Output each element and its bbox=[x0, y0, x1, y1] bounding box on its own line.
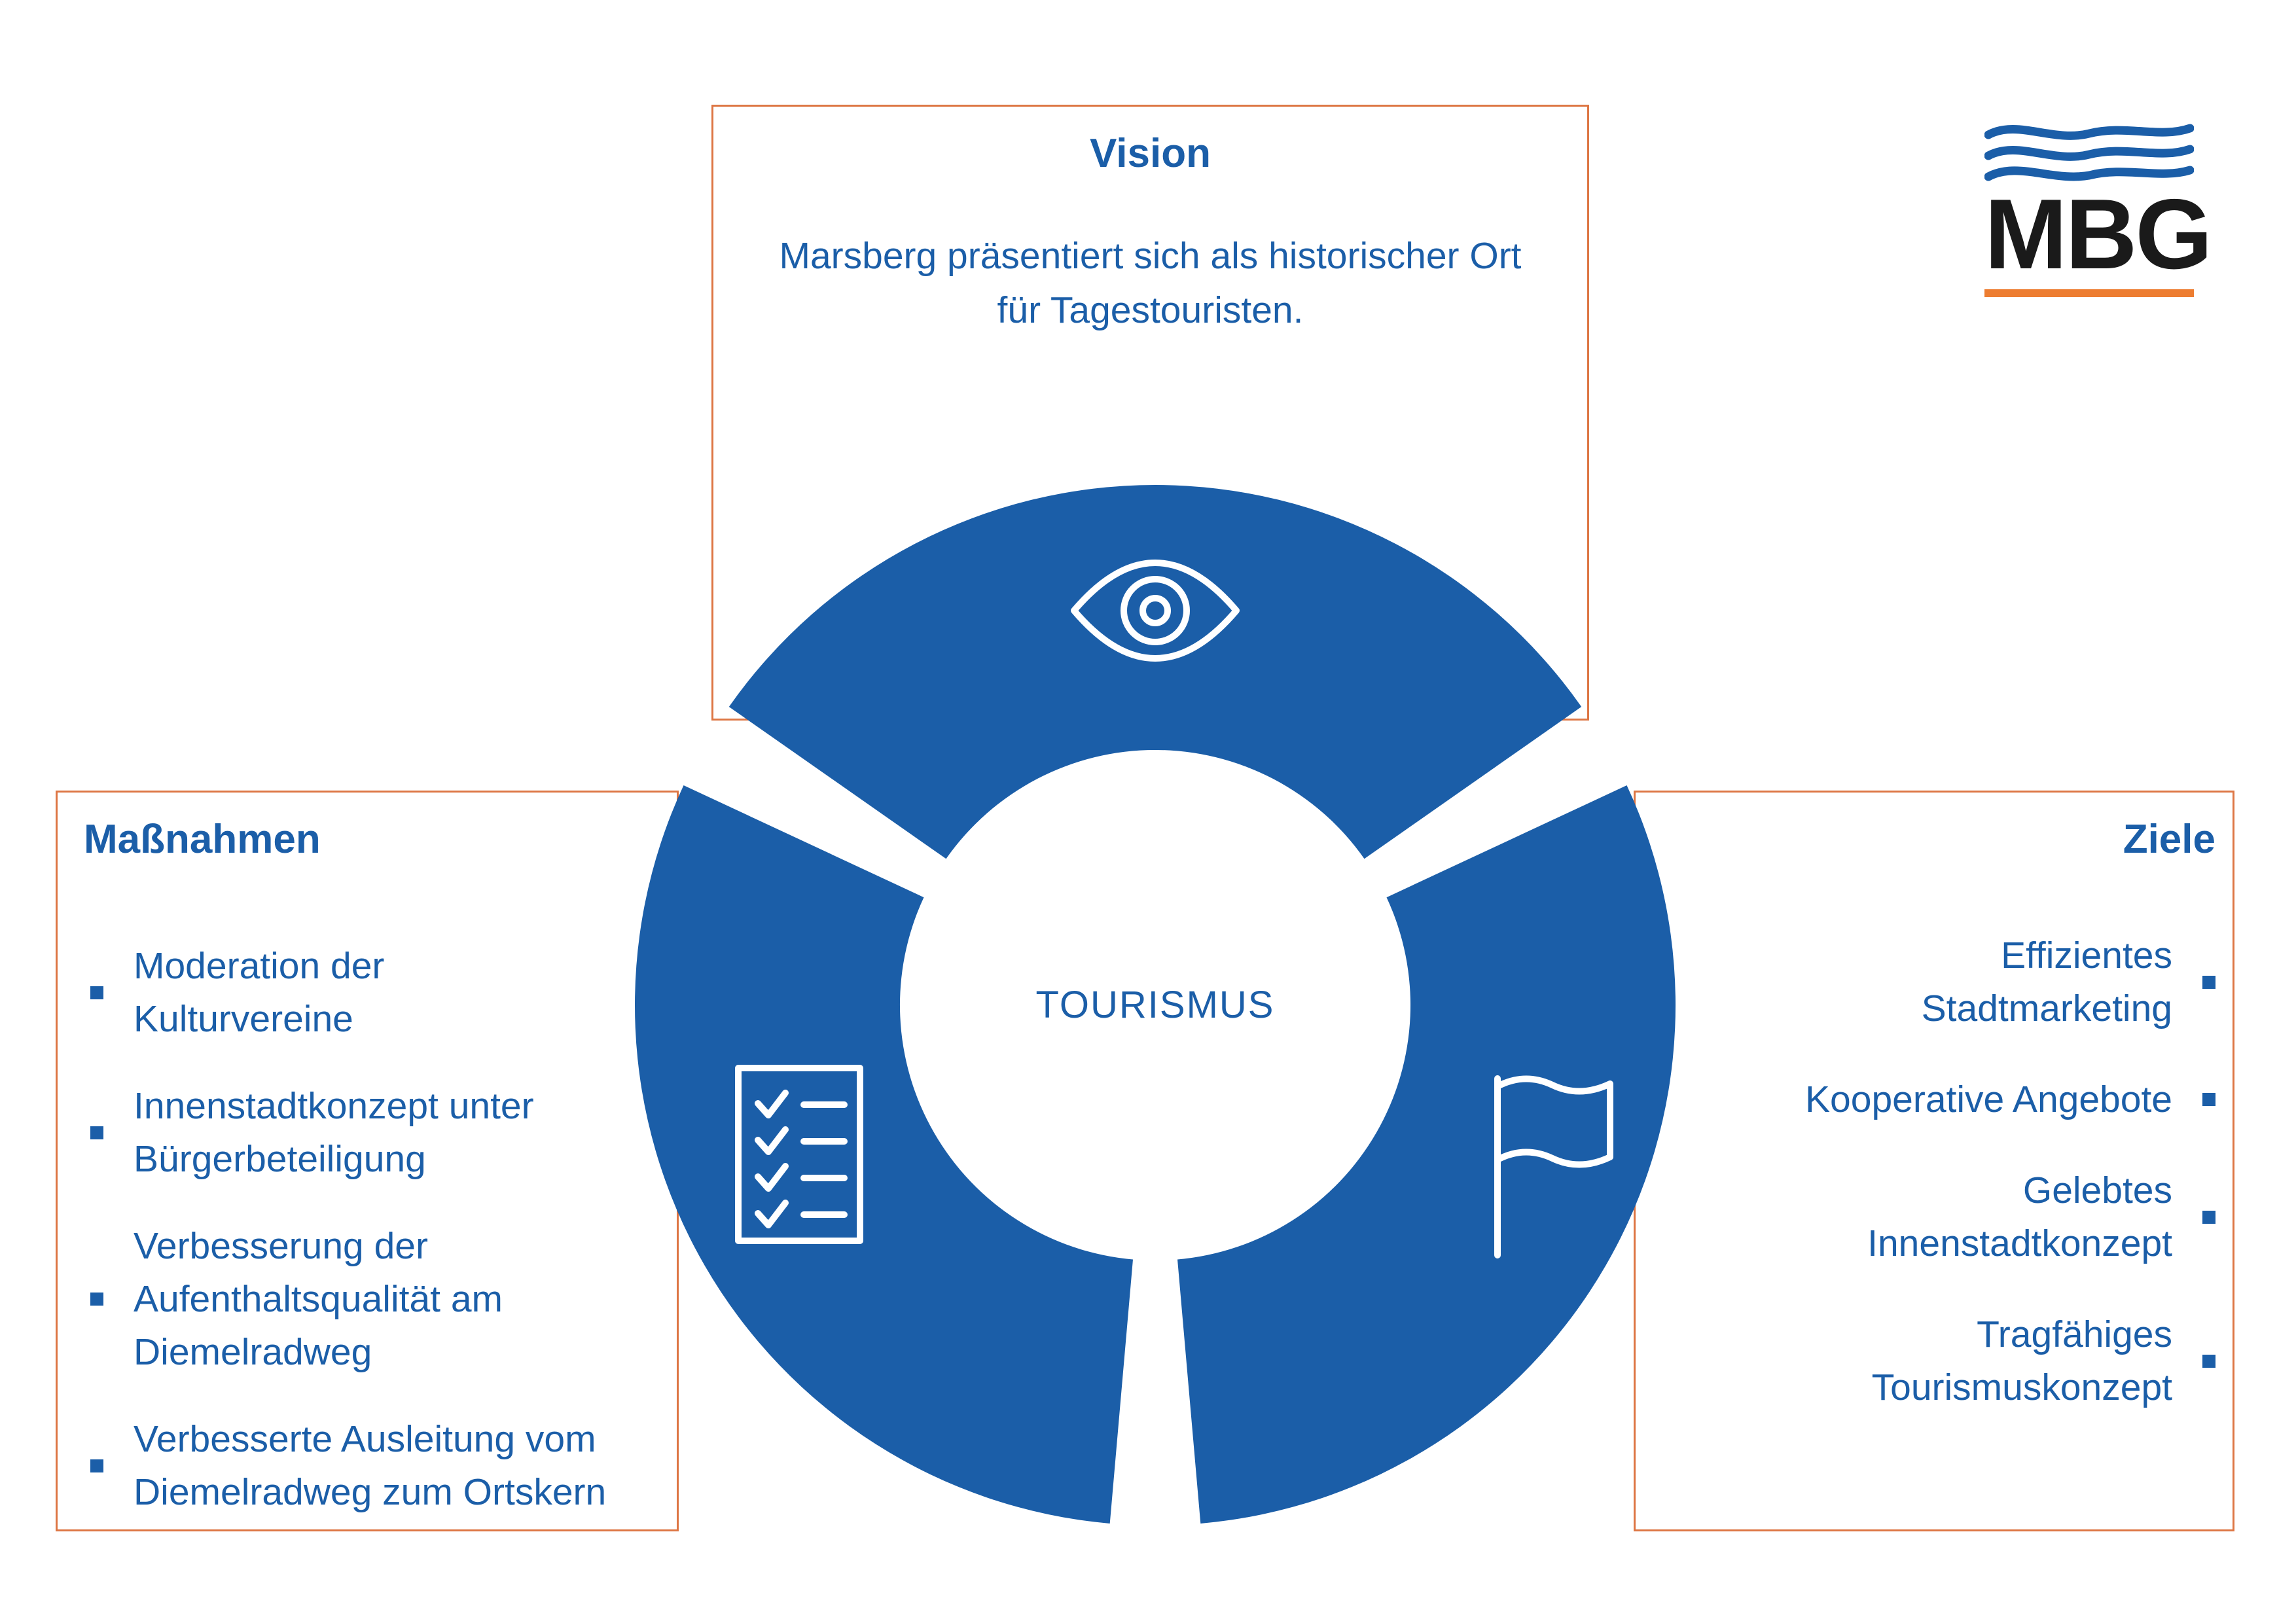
item-label: Verbesserte Ausleitung vom Diemelradweg … bbox=[134, 1418, 607, 1513]
logo-waves-icon bbox=[1984, 124, 2194, 181]
flag-icon bbox=[1494, 1075, 1613, 1258]
item-label: Verbesserung der Aufenthaltsqualität am … bbox=[134, 1224, 503, 1373]
item-label: Gelebtes Innenstadtkonzept bbox=[1867, 1169, 2172, 1264]
bullet-square-icon bbox=[2202, 1210, 2215, 1224]
bullet-square-icon bbox=[90, 986, 103, 999]
eye-icon bbox=[1071, 560, 1240, 662]
bullet-square-icon bbox=[2202, 975, 2215, 989]
list-item: Innenstadtkonzept unter Bürgerbeteiligun… bbox=[90, 1080, 651, 1186]
vision-text: Marsberg präsentiert sich als historisch… bbox=[779, 235, 1522, 331]
massnahmen-list: Moderation der Kulturvereine Innenstadtk… bbox=[84, 940, 651, 1518]
vision-segment bbox=[728, 485, 1582, 859]
list-item: Kooperative Angebote bbox=[1805, 1073, 2215, 1126]
ziele-panel: Ziele Effizientes Stadtmarketing Koopera… bbox=[1634, 791, 2234, 1531]
vision-title: Vision bbox=[1090, 131, 1211, 176]
item-label: Innenstadtkonzept unter Bürgerbeteiligun… bbox=[134, 1084, 534, 1180]
ziele-list: Effizientes Stadtmarketing Kooperative A… bbox=[1662, 929, 2215, 1414]
item-label: Moderation der Kulturvereine bbox=[134, 945, 385, 1040]
item-label: Tragfähiges Tourismuskonzept bbox=[1871, 1313, 2172, 1408]
checklist-icon bbox=[735, 1065, 863, 1244]
item-label: Kooperative Angebote bbox=[1805, 1078, 2172, 1120]
bullet-square-icon bbox=[2202, 1354, 2215, 1368]
logo-text: MBG bbox=[1984, 179, 2213, 290]
bullet-square-icon bbox=[90, 1459, 103, 1472]
list-item: Moderation der Kulturvereine bbox=[90, 940, 651, 1046]
list-item: Verbesserte Ausleitung vom Diemelradweg … bbox=[90, 1413, 651, 1519]
list-item: Gelebtes Innenstadtkonzept bbox=[1867, 1164, 2215, 1270]
mbg-logo: MBG bbox=[1984, 116, 2213, 297]
list-item: Effizientes Stadtmarketing bbox=[1922, 929, 2215, 1035]
list-item: Tragfähiges Tourismuskonzept bbox=[1872, 1308, 2215, 1414]
bullet-square-icon bbox=[2202, 1093, 2215, 1107]
ziele-segment bbox=[1177, 785, 1676, 1524]
vision-panel: Vision Marsberg präsentiert sich als his… bbox=[711, 105, 1589, 721]
logo-underline bbox=[1984, 289, 2194, 297]
massnahmen-title: Maßnahmen bbox=[84, 817, 321, 862]
bullet-square-icon bbox=[90, 1126, 103, 1139]
bullet-square-icon bbox=[90, 1293, 103, 1306]
list-item: Verbesserung der Aufenthaltsqualität am … bbox=[90, 1220, 651, 1379]
ziele-title: Ziele bbox=[2123, 817, 2215, 862]
item-label: Effizientes Stadtmarketing bbox=[1921, 935, 2172, 1029]
donut-center-label: TOURISMUS bbox=[1035, 984, 1275, 1026]
massnahmen-segment bbox=[634, 785, 1133, 1524]
